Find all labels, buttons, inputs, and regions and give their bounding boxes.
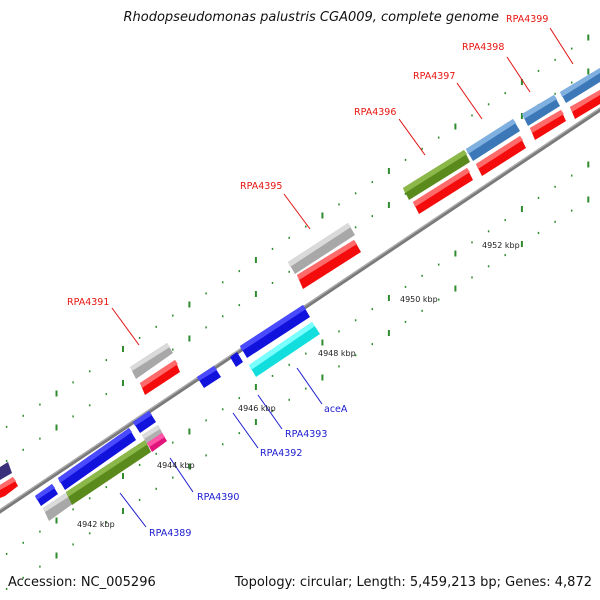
- gene-block-rpa4399-red[interactable]: [570, 90, 600, 119]
- gene-label-rpa4391[interactable]: RPA4391: [67, 297, 109, 308]
- gene-label-rpa4399[interactable]: RPA4399: [506, 14, 548, 25]
- gene-block-rpa4397-red[interactable]: [476, 136, 526, 176]
- gene-label-rpa4389[interactable]: RPA4389: [149, 528, 191, 539]
- gene-label-rpa4395[interactable]: RPA4395: [240, 181, 282, 192]
- gene-block-rpa4395-red[interactable]: [297, 240, 361, 289]
- gene-block-rpa4389-blue-small[interactable]: [35, 484, 58, 506]
- gene-block-rpa4391-red[interactable]: [140, 360, 180, 395]
- gene-block-rpa4390-pink[interactable]: [147, 433, 167, 452]
- gene-block-rpa4390-gray-small[interactable]: [142, 425, 163, 444]
- gene-block-partial-left-purple[interactable]: [0, 462, 12, 480]
- gene-block-rpa4389-gray[interactable]: [43, 492, 74, 521]
- gene-block-rpa4390-blue[interactable]: [58, 428, 136, 490]
- map-title: Rhodopseudomonas palustris CGA009, compl…: [123, 10, 499, 25]
- gene-block-rpa4389-green[interactable]: [66, 440, 151, 505]
- gene-block-rpa4391-gray[interactable]: [130, 343, 173, 379]
- gene-block-rpa4390-blue-small[interactable]: [133, 411, 156, 433]
- gene-label-rpa4396[interactable]: RPA4396: [354, 107, 396, 118]
- gene-block-rpa4396-red[interactable]: [413, 168, 473, 214]
- gene-block-rpa4398-steel[interactable]: [522, 95, 560, 126]
- scale-label-4952: 4952 kbp: [482, 241, 520, 250]
- gene-label-rpa4390[interactable]: RPA4390: [197, 492, 239, 503]
- scale-label-4950: 4950 kbp: [400, 295, 438, 304]
- gene-block-rpa4398-red[interactable]: [530, 110, 566, 140]
- gene-labels: RPA4391 RPA4395 RPA4396 RPA4397 RPA4398 …: [67, 14, 548, 539]
- accession-text: Accession: NC_005296: [8, 575, 156, 590]
- gene-block-rpa4395-gray[interactable]: [288, 223, 355, 274]
- gene-block-rpa4392-blue[interactable]: [197, 366, 221, 388]
- genome-summary-text: Topology: circular; Length: 5,459,213 bp…: [234, 575, 592, 590]
- scale-label-4948: 4948 kbp: [318, 349, 356, 358]
- gene-label-rpa4397[interactable]: RPA4397: [413, 71, 455, 82]
- gene-block-rpa4396-green[interactable]: [403, 150, 470, 200]
- gene-block-acea-cyan[interactable]: [249, 322, 320, 377]
- gene-block-rpa4399-steel[interactable]: [560, 68, 600, 103]
- scale-label-4942: 4942 kbp: [77, 520, 115, 529]
- scale-label-4946: 4946 kbp: [238, 404, 276, 413]
- gene-block-partial-left-red[interactable]: [0, 477, 18, 498]
- gene-block-rpa4393-blue[interactable]: [230, 352, 243, 367]
- scale-labels: 4942 kbp 4944 kbp 4946 kbp 4948 kbp 4950…: [77, 241, 520, 529]
- tick-marks: [5, 34, 590, 590]
- gene-label-rpa4398[interactable]: RPA4398: [462, 42, 504, 53]
- gene-block-rpa4393-blue-long[interactable]: [240, 305, 310, 358]
- gene-block-rpa4397-steel[interactable]: [466, 119, 520, 161]
- gene-blocks: [0, 68, 600, 521]
- scale-label-4944: 4944 kbp: [157, 461, 195, 470]
- gene-label-rpa4392[interactable]: RPA4392: [260, 448, 302, 459]
- gene-label-acea[interactable]: aceA: [324, 404, 348, 415]
- label-leaders: [111, 27, 574, 528]
- gene-label-rpa4393[interactable]: RPA4393: [285, 429, 327, 440]
